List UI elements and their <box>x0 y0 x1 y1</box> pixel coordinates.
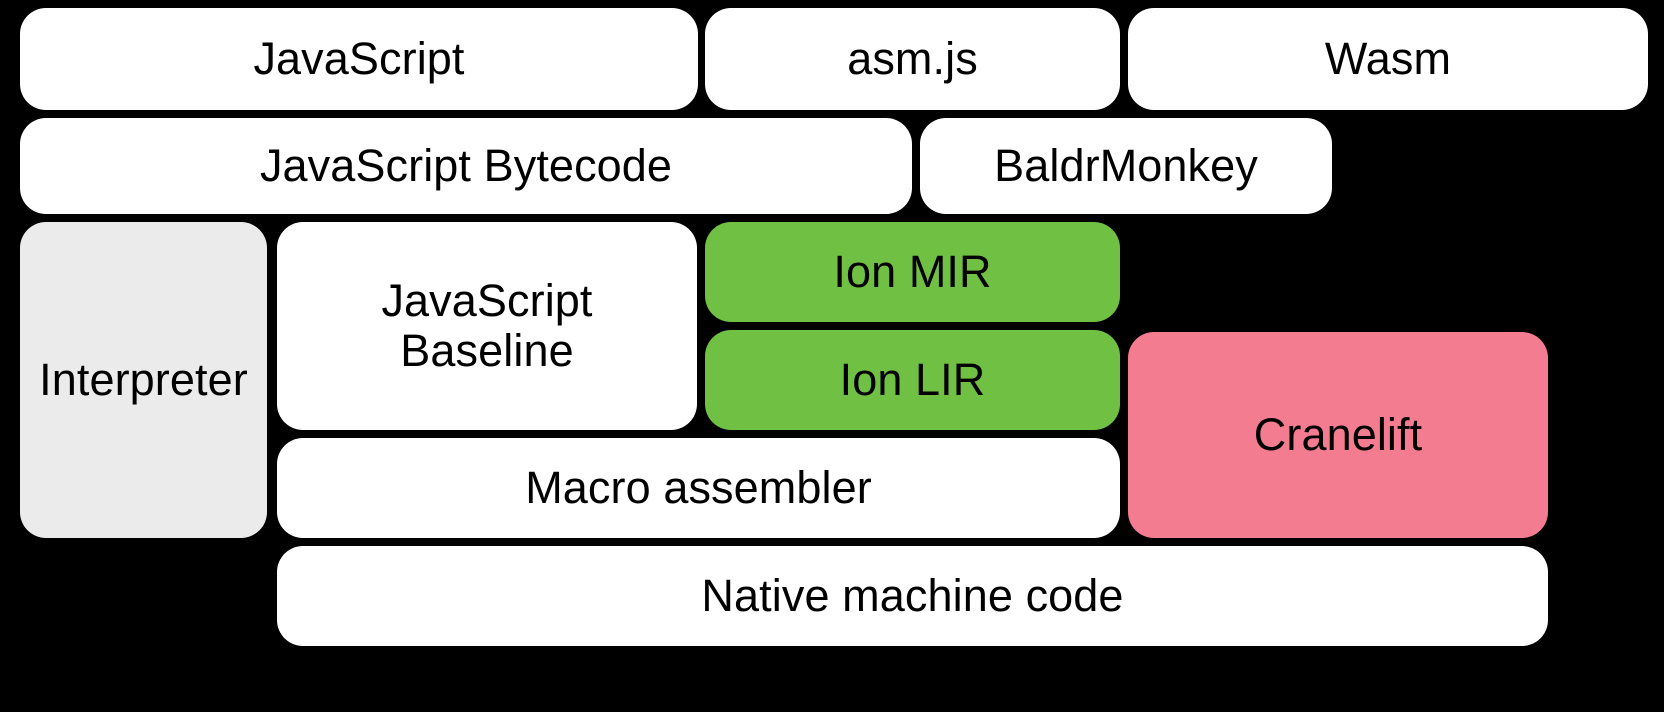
node-javascript-baseline[interactable]: JavaScript Baseline <box>277 222 697 430</box>
node-asmjs[interactable]: asm.js <box>705 8 1120 110</box>
node-macro-assembler[interactable]: Macro assembler <box>277 438 1120 538</box>
node-baldrmonkey[interactable]: BaldrMonkey <box>920 118 1332 214</box>
node-native-machine-code[interactable]: Native machine code <box>277 546 1548 646</box>
node-javascript[interactable]: JavaScript <box>20 8 698 110</box>
node-ion-lir[interactable]: Ion LIR <box>705 330 1120 430</box>
node-javascript-bytecode[interactable]: JavaScript Bytecode <box>20 118 912 214</box>
node-interpreter[interactable]: Interpreter <box>20 222 267 538</box>
node-cranelift[interactable]: Cranelift <box>1128 332 1548 538</box>
node-ion-mir[interactable]: Ion MIR <box>705 222 1120 322</box>
node-wasm[interactable]: Wasm <box>1128 8 1648 110</box>
